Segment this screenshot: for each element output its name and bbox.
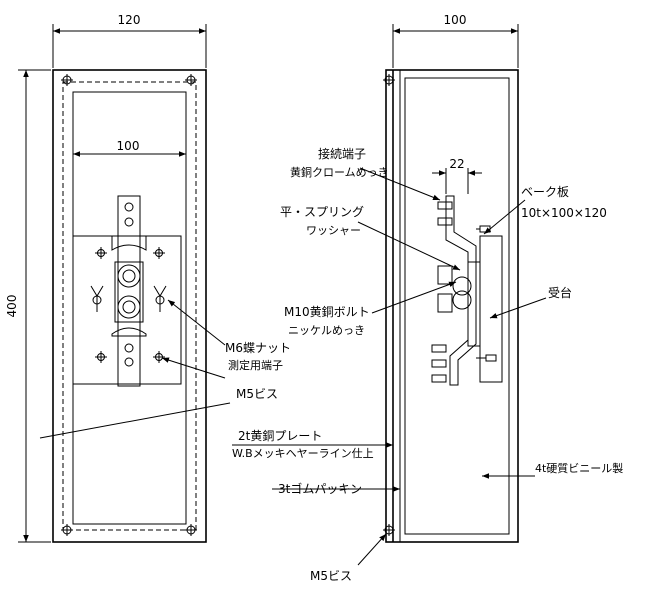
board-screw-icon [153, 247, 165, 259]
leader-support [489, 297, 547, 319]
corner-screw-icon [185, 74, 197, 86]
leader-screw-front [39, 402, 231, 439]
side-screw-icon [383, 524, 395, 536]
front-dashed-outline [62, 81, 197, 531]
corner-screw-icon [185, 524, 197, 536]
vinyl-label: 4t硬質ビニール製 [535, 461, 623, 475]
brass-plate-sublabel: W.Bメッキヘヤーライン仕上 [232, 447, 374, 460]
front-terminal-assembly [111, 195, 147, 387]
brass-plate-label: 2t黄銅プレート [238, 429, 322, 443]
dimension-height [18, 69, 51, 543]
dimension-terminal-spacing [432, 168, 482, 194]
side-outer-box [385, 69, 519, 543]
terminal-spacing-label: 22 [449, 157, 464, 171]
leader-washer [357, 221, 461, 271]
leader-board-screw [161, 357, 226, 379]
dimension-front-width [52, 24, 207, 68]
washer-sublabel: ワッシャー [306, 224, 361, 237]
side-screw-icon [383, 74, 395, 86]
bakelite-sublabel: 10t×100×120 [521, 206, 607, 220]
front-inner-window [72, 91, 187, 525]
front-bakelite-board [72, 235, 182, 385]
board-screw-icon [95, 351, 107, 363]
board-screw-icon [95, 247, 107, 259]
leader-screw-bottom [357, 533, 387, 566]
front-outer-plate [52, 69, 207, 543]
board-screw-icon [153, 351, 165, 363]
corner-screw-icon [61, 524, 73, 536]
side-inner-frame [404, 77, 510, 535]
bolt-label: M10黄銅ボルト [284, 305, 370, 319]
side-width-label: 100 [444, 13, 467, 27]
wing-nut-icon [90, 285, 104, 312]
wing-nut-sublabel: 測定用端子 [228, 358, 283, 372]
connection-terminal-label: 接続端子 [318, 146, 366, 161]
rubber-label: 3tゴムパッキン [278, 481, 362, 496]
wing-nut-icon [153, 285, 167, 312]
screw-bottom-label: M5ビス [310, 569, 352, 583]
washer-label: 平・スプリング [280, 205, 364, 219]
leader-wing-nut [167, 299, 226, 346]
support-label: 受台 [548, 285, 572, 300]
front-view: 120 100 400 [5, 13, 231, 543]
side-terminal-assembly [431, 195, 497, 386]
screw-front-label: M5ビス [236, 387, 278, 401]
inner-width-label: 100 [117, 139, 140, 153]
bolt-sublabel: ニッケルめっき [288, 324, 365, 337]
wing-nut-label: M6蝶ナット [225, 340, 291, 355]
leader-connection-terminal [359, 167, 441, 201]
height-label: 400 [5, 295, 19, 318]
connection-terminal-sublabel: 黄銅クロームめっき [290, 165, 389, 179]
leader-bakelite [483, 199, 526, 235]
dimension-side-width [392, 24, 519, 68]
leader-bolt [371, 281, 457, 314]
side-bakelite-board [479, 235, 503, 383]
bakelite-label: ベーク板 [521, 185, 569, 199]
corner-screw-icon [61, 74, 73, 86]
front-width-label: 120 [118, 13, 141, 27]
side-view: 100 22 [232, 13, 547, 566]
